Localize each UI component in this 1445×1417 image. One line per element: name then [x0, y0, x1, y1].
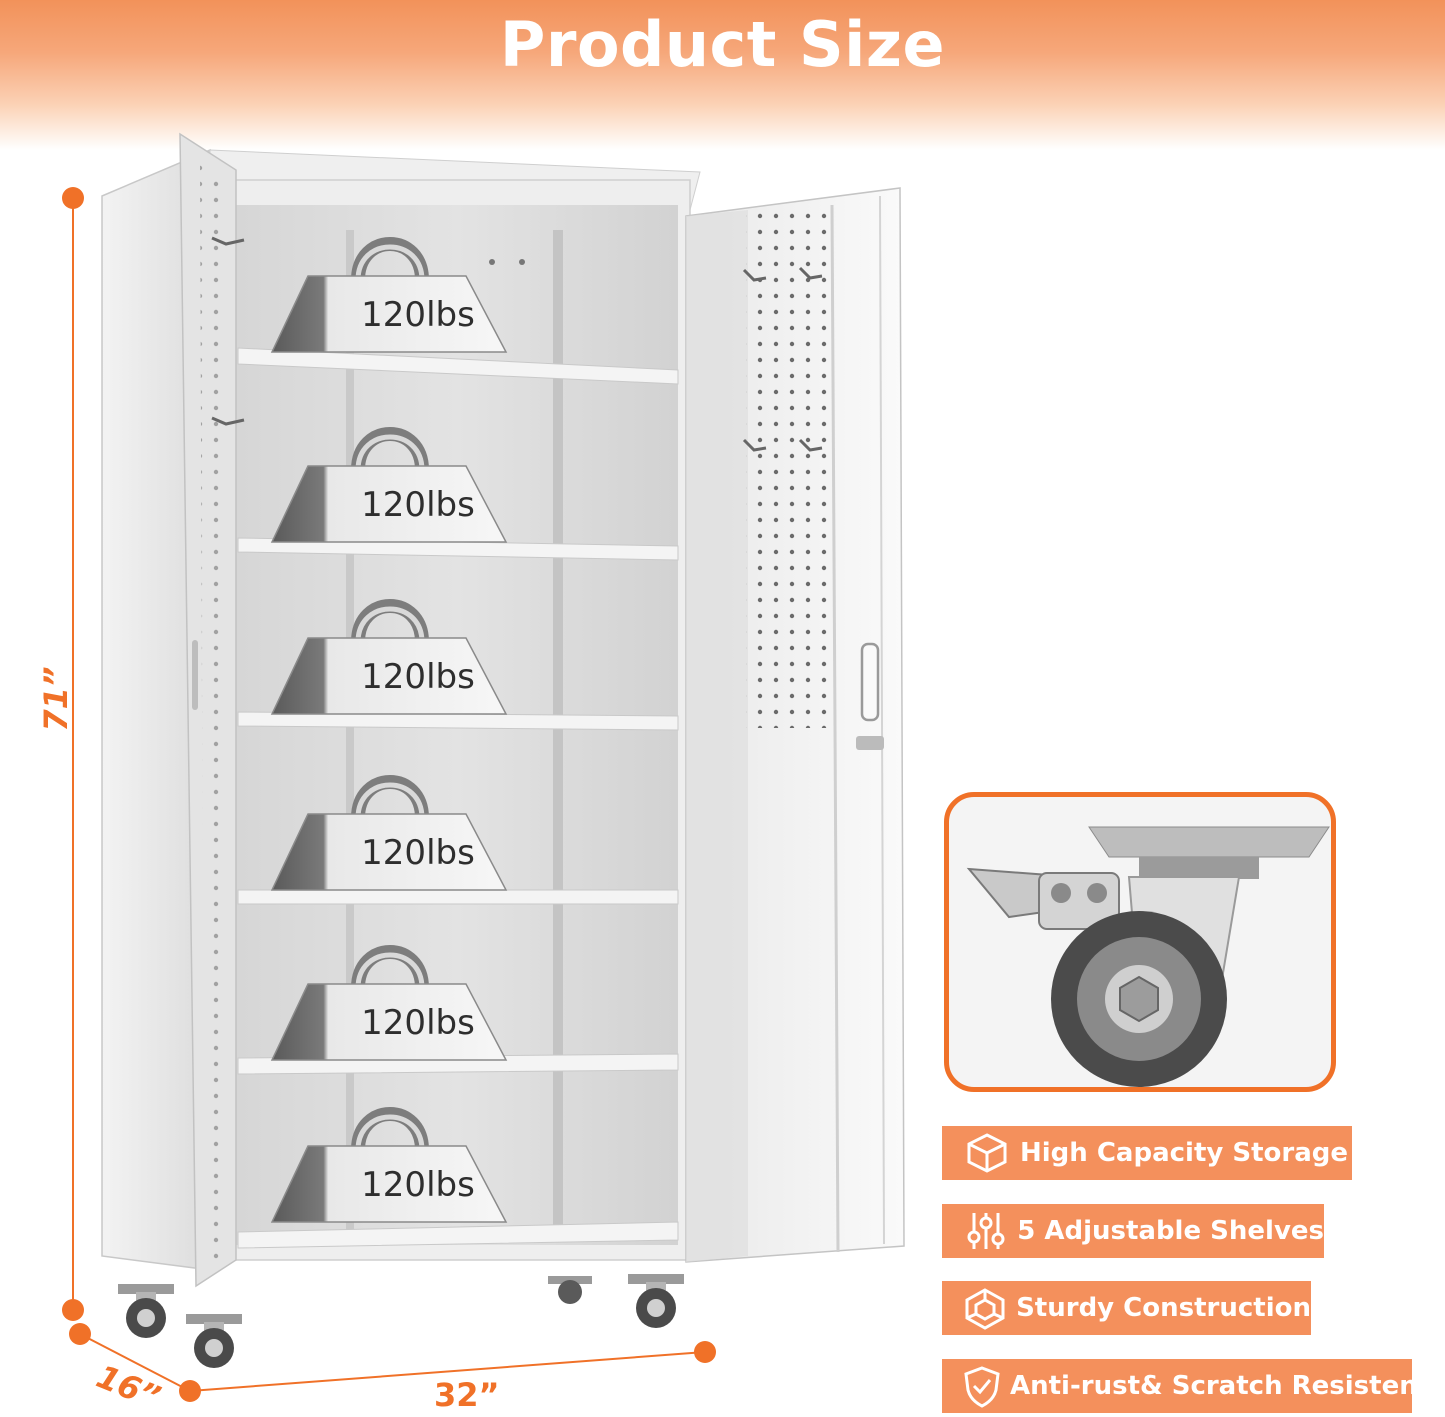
header-banner: Product Size [0, 0, 1445, 150]
weight-label: 120lbs [361, 1003, 475, 1043]
door-pegboard [746, 208, 830, 728]
sliders-icon [960, 1204, 1011, 1258]
feature-label: High Capacity Storage [1020, 1138, 1349, 1168]
feature-label: Sturdy Construction [1016, 1293, 1311, 1323]
feature-sturdy-construction: Sturdy Construction [942, 1281, 1311, 1335]
weight-3: 120lbs [270, 599, 508, 715]
weight-label: 120lbs [361, 833, 475, 873]
feature-high-capacity: High Capacity Storage [942, 1126, 1352, 1180]
feature-label: 5 Adjustable Shelves [1017, 1216, 1324, 1246]
weight-2: 120lbs [270, 427, 508, 543]
weight-6: 120lbs [270, 1107, 508, 1223]
width-dimension-line [179, 1341, 716, 1402]
height-dimension-line [62, 187, 84, 1321]
caster-closeup-panel [944, 792, 1336, 1092]
weights-group: 120lbs 120lbs 120lbs 120lbs 120lbs 120lbs [270, 237, 508, 1223]
caster-closeup-image [966, 826, 1330, 1087]
width-label: 32” [434, 1376, 500, 1414]
feature-anti-rust: Anti-rust& Scratch Resistent [942, 1359, 1430, 1413]
weight-5: 120lbs [270, 945, 508, 1061]
weight-4: 120lbs [270, 775, 508, 891]
page-title: Product Size [499, 8, 946, 81]
height-label: 71” [37, 666, 75, 732]
door-handle [860, 642, 880, 722]
weight-label: 120lbs [361, 657, 475, 697]
weight-label: 120lbs [361, 295, 475, 335]
weight-label: 120lbs [361, 1165, 475, 1205]
feature-label: Anti-rust& Scratch Resistent [1010, 1371, 1431, 1401]
cabinet-casters [118, 1274, 684, 1368]
weight-1: 120lbs [270, 237, 508, 353]
box-icon [960, 1126, 1014, 1180]
structure-icon [960, 1281, 1010, 1335]
weight-label: 120lbs [361, 485, 475, 525]
depth-dimension-line [69, 1323, 191, 1392]
feature-adjustable-shelves: 5 Adjustable Shelves [942, 1204, 1324, 1258]
door-hooks [742, 266, 823, 452]
shield-icon [960, 1359, 1004, 1413]
